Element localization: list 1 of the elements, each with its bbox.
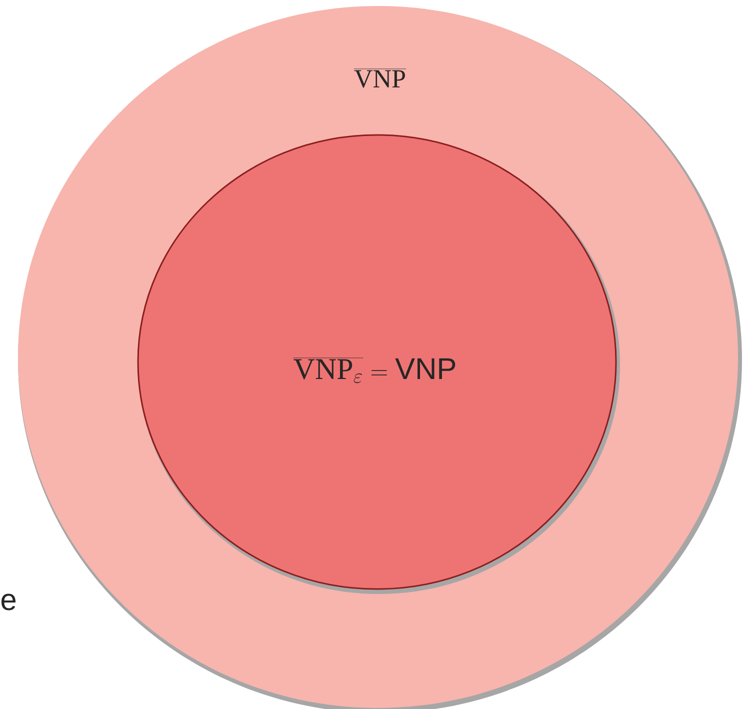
text-fragment: e	[1, 594, 16, 610]
